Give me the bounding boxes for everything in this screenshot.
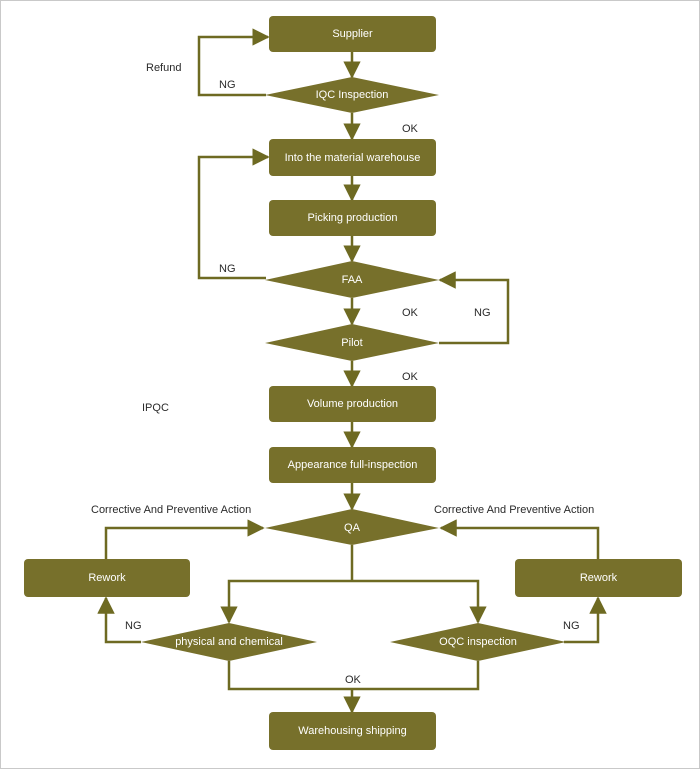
arrow-qa-to-oqc — [352, 579, 487, 624]
label-capa-left: Corrective And Preventive Action — [91, 504, 252, 516]
process-appearance-inspection: Appearance full-inspection — [269, 447, 436, 483]
decision-faa-label: FAA — [341, 274, 363, 286]
arrow-rework-right-to-qa — [439, 519, 600, 559]
decision-qa-label: QA — [344, 522, 360, 534]
decision-pilot-label: Pilot — [341, 337, 363, 349]
process-picking-production: Picking production — [269, 200, 436, 236]
arrow-qa-to-physical — [220, 579, 352, 624]
process-material-warehouse: Into the material warehouse — [269, 139, 436, 176]
decision-iqc-shape — [265, 77, 439, 113]
process-warehousing-shipping: Warehousing shipping — [269, 712, 436, 750]
arrow-faa-ng-loop — [197, 148, 270, 280]
process-rework-left: Rework — [24, 559, 190, 597]
decision-pilot-shape — [265, 324, 439, 361]
decision-physical-chemical-label: physical and chemical — [175, 636, 283, 648]
arrow-physical-ng-to-rework — [97, 596, 141, 644]
label-refund: Refund — [146, 62, 182, 74]
label-capa-right: Corrective And Preventive Action — [434, 504, 595, 516]
process-rework-right: Rework — [515, 559, 682, 597]
label-ok-iqc: OK — [402, 123, 418, 135]
label-ok-final: OK — [345, 674, 361, 686]
label-ng-oqc: NG — [563, 620, 580, 632]
arrow-rework-left-to-qa — [104, 519, 265, 559]
decision-faa-shape — [265, 261, 439, 298]
arrow-oqc-ng-to-rework — [564, 596, 607, 644]
decision-qa-shape — [265, 509, 439, 545]
decision-iqc-label: IQC Inspection — [315, 89, 389, 101]
label-ok-pilot: OK — [402, 371, 418, 383]
decision-physical-shape — [141, 623, 317, 661]
decision-oqc-label: OQC inspection — [439, 636, 517, 648]
process-supplier: Supplier — [269, 16, 436, 52]
label-ng-pilot: NG — [474, 307, 491, 319]
decision-oqc-shape — [390, 623, 566, 661]
process-volume-production: Volume production — [269, 386, 436, 422]
arrow-iqc-ng-loop — [197, 28, 270, 97]
label-ok-faa: OK — [402, 307, 418, 319]
arrow-pilot-ng-loop — [438, 271, 510, 345]
label-ng-iqc: NG — [219, 79, 236, 91]
label-ng-faa: NG — [219, 263, 236, 275]
label-ipqc: IPQC — [142, 402, 169, 414]
label-ng-physical: NG — [125, 620, 142, 632]
arrow-physical-ok-merge — [227, 661, 480, 691]
